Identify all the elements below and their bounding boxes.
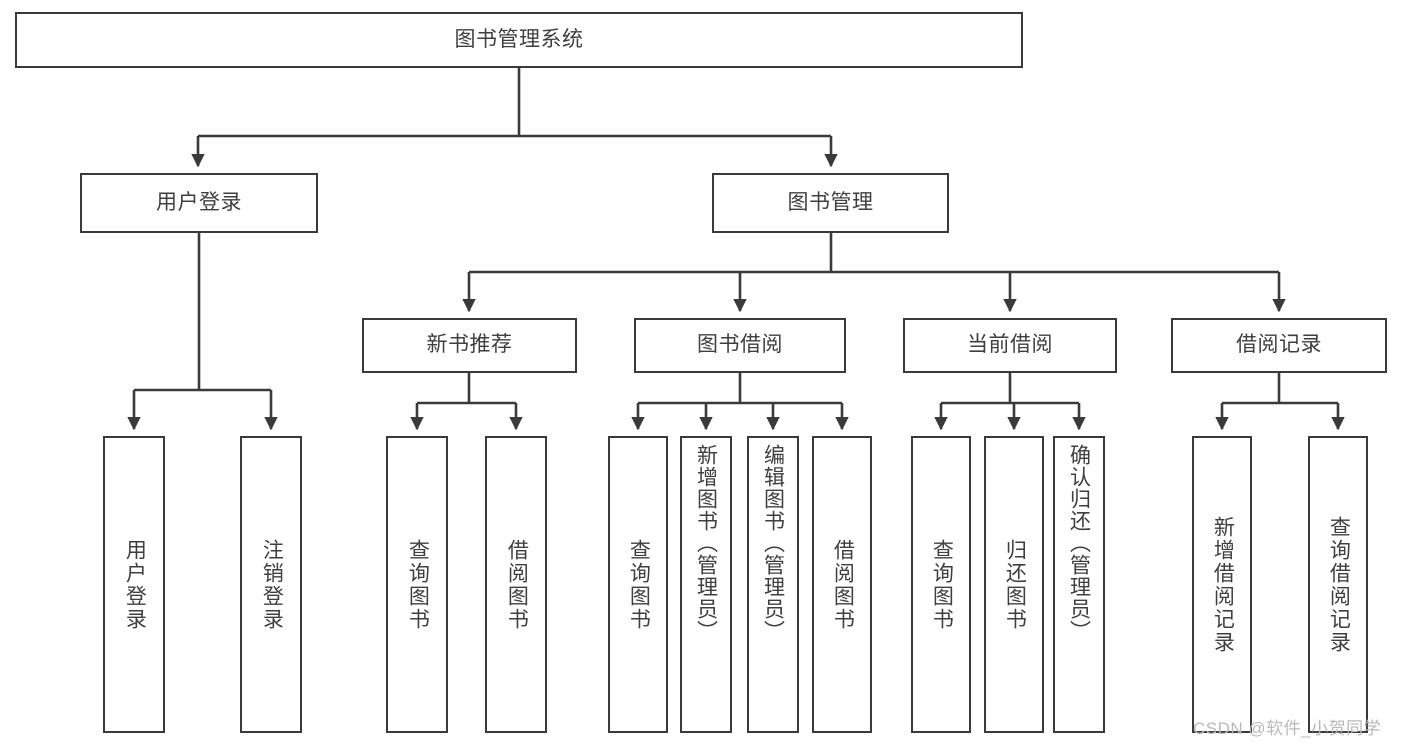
node-label: 图书借阅 xyxy=(697,333,783,357)
node-label: 新增借阅记录 xyxy=(1211,515,1235,654)
node-leaf-return-book[interactable]: 归还图书 xyxy=(984,436,1044,733)
node-leaf-query-book-current[interactable]: 查询图书 xyxy=(911,436,971,733)
node-leaf-user-login[interactable]: 用户登录 xyxy=(103,436,165,733)
node-label: 图书管理 xyxy=(787,190,874,214)
node-label: 图书管理系统 xyxy=(454,27,584,51)
node-label: 新书推荐 xyxy=(426,333,513,357)
node-label: 查询图书 xyxy=(627,538,651,631)
node-label: 查询图书 xyxy=(406,538,430,631)
node-label: 当前借阅 xyxy=(967,333,1053,357)
csdn-watermark: CSDN @软件_小贺同学 xyxy=(1193,719,1382,738)
node-leaf-confirm-return-admin[interactable]: 确认归还（管理员） xyxy=(1053,436,1105,733)
node-leaf-query-borrow-record[interactable]: 查询借阅记录 xyxy=(1308,436,1368,733)
node-leaf-edit-book-admin[interactable]: 编辑图书（管理员） xyxy=(747,436,799,733)
node-book-manage[interactable]: 图书管理 xyxy=(712,173,949,233)
node-leaf-logout[interactable]: 注销登录 xyxy=(240,436,302,733)
node-label: 注销登录 xyxy=(260,538,284,631)
node-leaf-add-book-admin[interactable]: 新增图书（管理员） xyxy=(680,436,732,733)
node-label: 查询借阅记录 xyxy=(1327,515,1351,654)
node-label: 编辑图书（管理员） xyxy=(761,444,785,642)
node-root-system[interactable]: 图书管理系统 xyxy=(15,12,1023,68)
node-label: 确认归还（管理员） xyxy=(1067,444,1091,642)
node-label: 用户登录 xyxy=(156,190,242,214)
node-leaf-add-borrow-record[interactable]: 新增借阅记录 xyxy=(1192,436,1252,733)
node-label: 借阅记录 xyxy=(1236,333,1322,357)
node-label: 借阅图书 xyxy=(831,538,855,631)
node-label: 新增图书（管理员） xyxy=(694,444,718,642)
node-label: 借阅图书 xyxy=(505,538,529,631)
node-book-borrow[interactable]: 图书借阅 xyxy=(634,318,846,373)
node-borrow-record[interactable]: 借阅记录 xyxy=(1171,318,1387,373)
node-user-login[interactable]: 用户登录 xyxy=(80,173,318,233)
node-label: 归还图书 xyxy=(1003,538,1027,631)
node-leaf-query-book-recommend[interactable]: 查询图书 xyxy=(386,436,448,733)
node-new-book-recommend[interactable]: 新书推荐 xyxy=(362,318,577,373)
node-current-borrow[interactable]: 当前借阅 xyxy=(903,318,1117,373)
node-leaf-borrow-book[interactable]: 借阅图书 xyxy=(812,436,872,733)
node-leaf-query-book-borrow[interactable]: 查询图书 xyxy=(608,436,668,733)
node-label: 查询图书 xyxy=(930,538,954,631)
node-leaf-borrow-book-recommend[interactable]: 借阅图书 xyxy=(485,436,547,733)
node-label: 用户登录 xyxy=(123,538,147,631)
